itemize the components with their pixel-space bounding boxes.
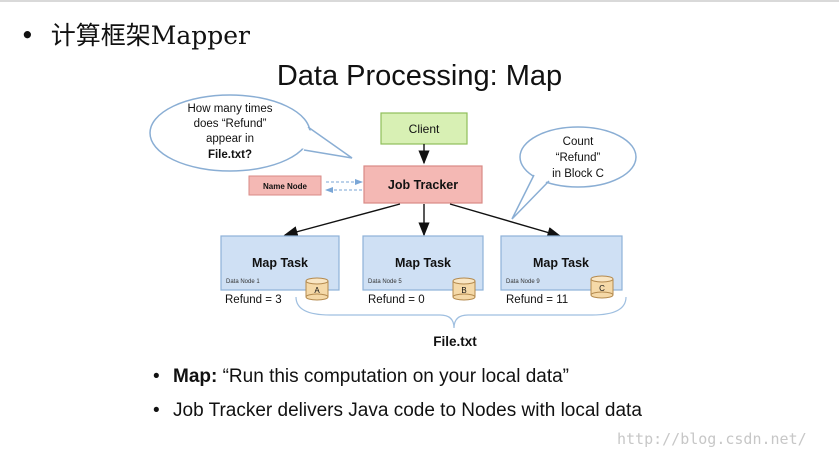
- map-task-3: Map Task Data Node 9 C Refund = 11: [500, 235, 623, 306]
- question-line-1: How many times: [188, 103, 273, 115]
- heading-text: 计算框架Mapper: [50, 21, 251, 50]
- tracker-to-map1-arrow: [283, 203, 401, 238]
- map-task-3-result: Refund = 11: [506, 294, 568, 306]
- count-line-3: in Block C: [552, 168, 604, 180]
- block-c-label: C: [599, 284, 605, 293]
- map-task-1-result: Refund = 3: [225, 294, 282, 306]
- heading-bullet: •: [20, 21, 35, 50]
- count-line-2: “Refund”: [556, 152, 601, 164]
- top-divider: [0, 0, 839, 2]
- map-task-1-node: Data Node 1: [226, 279, 260, 285]
- slide-title: Data Processing: Map: [276, 60, 563, 92]
- name-node-box: Name Node: [248, 175, 322, 196]
- bullet-1-bold: Map:: [173, 366, 218, 387]
- section-heading: • 计算框架Mapper: [20, 16, 250, 52]
- question-line-2: does “Refund”: [194, 118, 267, 130]
- map-task-2-node: Data Node 5: [368, 279, 402, 285]
- client-box: Client: [380, 112, 468, 145]
- map-task-3-node: Data Node 9: [506, 279, 540, 285]
- client-label: Client: [409, 122, 440, 136]
- tracker-to-map3-arrow: [449, 203, 562, 238]
- bullet-2-text: Job Tracker delivers Java code to Nodes …: [173, 400, 642, 421]
- block-a-cylinder-icon: A: [305, 277, 329, 301]
- map-task-2-label: Map Task: [395, 256, 451, 270]
- map-task-3-label: Map Task: [533, 256, 589, 270]
- map-task-1-label: Map Task: [252, 256, 308, 270]
- question-bubble: How many times does “Refund” appear in F…: [149, 94, 353, 172]
- job-tracker-label: Job Tracker: [388, 178, 458, 192]
- bullet-list: •Map: “Run this computation on your loca…: [153, 365, 642, 433]
- map-task-2: Map Task Data Node 5 B Refund = 0: [362, 235, 484, 306]
- bullet-item-job-tracker: •Job Tracker delivers Java code to Nodes…: [153, 400, 642, 421]
- question-line-4: File.txt?: [208, 149, 252, 161]
- block-b-cylinder-icon: B: [452, 277, 476, 301]
- block-c-cylinder-icon: C: [590, 275, 614, 299]
- watermark: http://blog.csdn.net/: [617, 430, 807, 448]
- bullet-item-map: •Map: “Run this computation on your loca…: [153, 366, 570, 387]
- map-task-1: Map Task Data Node 1 A Refund = 3: [220, 235, 340, 306]
- bullet-1-text: “Run this computation on your local data…: [217, 366, 570, 387]
- block-b-label: B: [461, 286, 466, 295]
- file-brace: [295, 296, 627, 329]
- block-a-label: A: [314, 286, 320, 295]
- count-line-1: Count: [563, 136, 594, 148]
- job-tracker-box: Job Tracker: [363, 165, 483, 204]
- count-bubble: Count “Refund” in Block C: [511, 126, 637, 220]
- map-task-2-result: Refund = 0: [368, 294, 425, 306]
- question-line-3: appear in: [206, 133, 254, 145]
- file-label: File.txt: [433, 334, 477, 349]
- name-node-label: Name Node: [263, 182, 308, 191]
